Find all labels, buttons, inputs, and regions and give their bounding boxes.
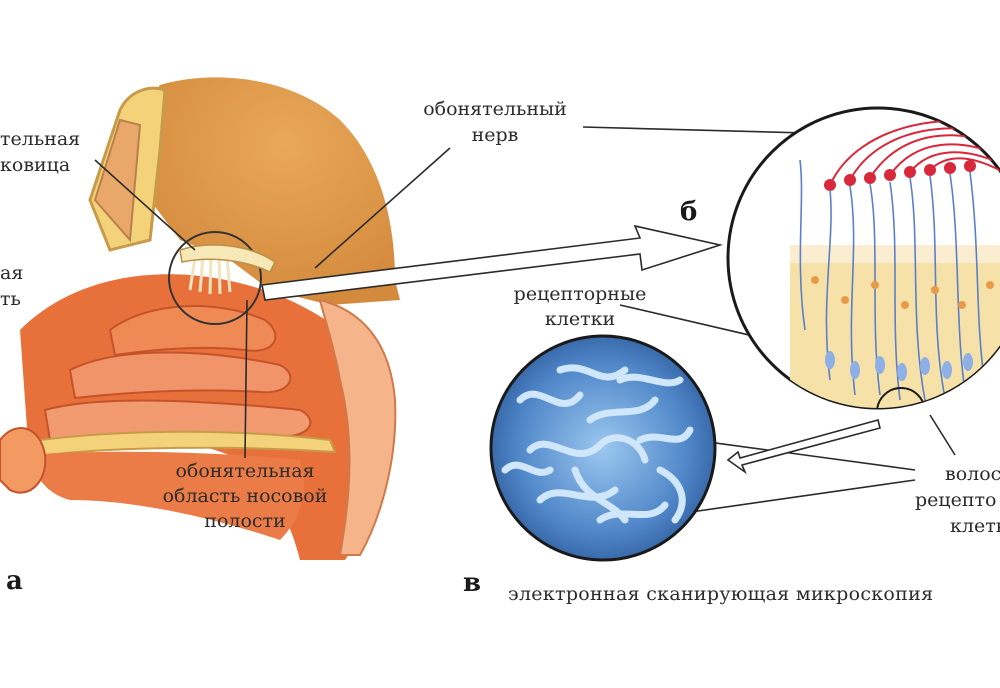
pharynx: [318, 298, 397, 556]
panel-letter-a: а: [6, 566, 23, 596]
bulb-fibers: [188, 254, 232, 295]
brain-region: [143, 77, 400, 305]
middle-turbinate: [68, 351, 292, 400]
region-label-line3: полости: [204, 510, 286, 532]
zoom-arrow-bc: [726, 419, 881, 475]
panel-letter-v: в: [463, 568, 482, 598]
hairs-label-line3: клетк: [950, 515, 1000, 537]
panel-letter-b: б: [680, 197, 698, 227]
zoom-arrow-ab: [261, 224, 724, 301]
region-leader: [244, 299, 248, 459]
receptor-magnified: [726, 106, 1000, 410]
bulb-label-line1: тельная: [0, 128, 81, 150]
mitral-cells: [824, 160, 976, 191]
bulb-leader: [94, 159, 196, 251]
nose-tip: [0, 427, 47, 494]
olfactory-bulb: [179, 244, 276, 273]
receptor-label-line2: клетки: [544, 308, 616, 330]
head-cross-section: [0, 77, 400, 560]
receptor-axons: [799, 159, 986, 401]
nerve-label-line1: обонятельный: [423, 98, 567, 120]
cilia-zoom-circle: [876, 387, 926, 408]
bulb-label-line2: ковица: [0, 154, 71, 176]
small-circle-leader: [929, 414, 956, 456]
sem-caption: электронная сканирующая микроскопия: [508, 583, 934, 605]
bulb-zoom-circle: [168, 231, 262, 325]
hairs-label-line1: волос: [945, 463, 1000, 485]
support-cell-nuclei: [811, 276, 994, 309]
hairs-label-line2: рецепто: [915, 489, 997, 511]
region-label-line1: обонятельная: [175, 460, 315, 482]
nerve-leader: [314, 147, 451, 269]
left-cut-label-line2: ть: [0, 288, 21, 310]
receptor-label-line1: рецепторные: [513, 283, 647, 305]
oral-region: [30, 451, 304, 540]
region-label-line2: область носовой: [162, 485, 328, 507]
upper-turbinate: [108, 305, 277, 357]
palate: [38, 430, 337, 457]
receptor-cell-bodies: [825, 351, 973, 381]
nerve-label-line2: нерв: [471, 124, 519, 146]
sem-micrograph: [489, 334, 717, 562]
left-cut-label-line1: ая: [0, 262, 24, 284]
